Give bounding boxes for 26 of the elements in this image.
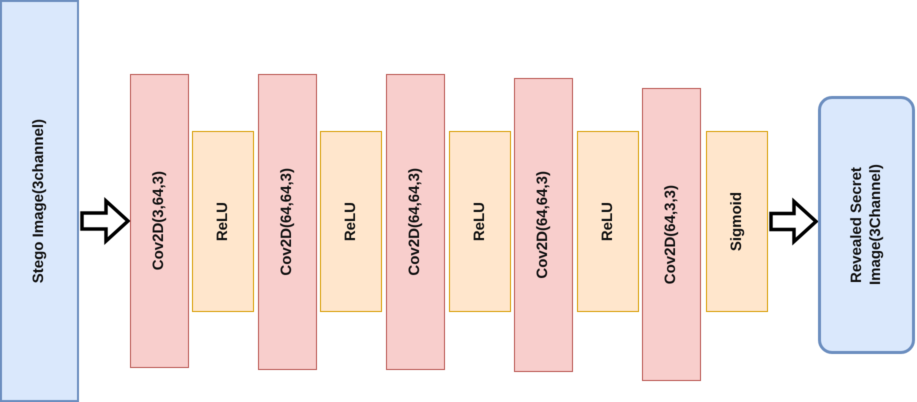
- activation-box: [706, 131, 768, 312]
- layer-label: Cov2D(64,64,3): [406, 168, 424, 276]
- output-box: [818, 96, 915, 354]
- hollow-arrow: [80, 197, 131, 245]
- activation-box: [577, 131, 639, 312]
- layer-label: ReLU: [342, 202, 360, 242]
- input-box: [0, 0, 79, 402]
- layer-label: Cov2D(64,64,3): [278, 168, 296, 276]
- conv-layer-box: [258, 74, 317, 370]
- layer-label: Cov2D(3,64,3): [150, 171, 168, 271]
- layer-label: ReLU: [214, 202, 232, 242]
- activation-box: [192, 131, 254, 312]
- layer-label: Cov2D(64,64,3): [534, 171, 552, 279]
- conv-layer-box: [514, 78, 573, 372]
- layer-label: Stego Image(3channel): [30, 118, 48, 284]
- conv-layer-box: [130, 74, 189, 368]
- layer-label: Sigmoid: [728, 192, 746, 252]
- hollow-arrow: [769, 198, 819, 246]
- activation-box: [320, 131, 382, 312]
- layer-label: Cov2D(64,3,3): [662, 184, 680, 284]
- layer-label: ReLU: [470, 202, 489, 242]
- conv-layer-box: [386, 74, 445, 370]
- conv-layer-box: [642, 88, 701, 381]
- activation-box: [449, 131, 511, 312]
- layer-label: Revealed Secret Image(3Channel): [848, 164, 884, 288]
- layer-label: ReLU: [598, 202, 617, 242]
